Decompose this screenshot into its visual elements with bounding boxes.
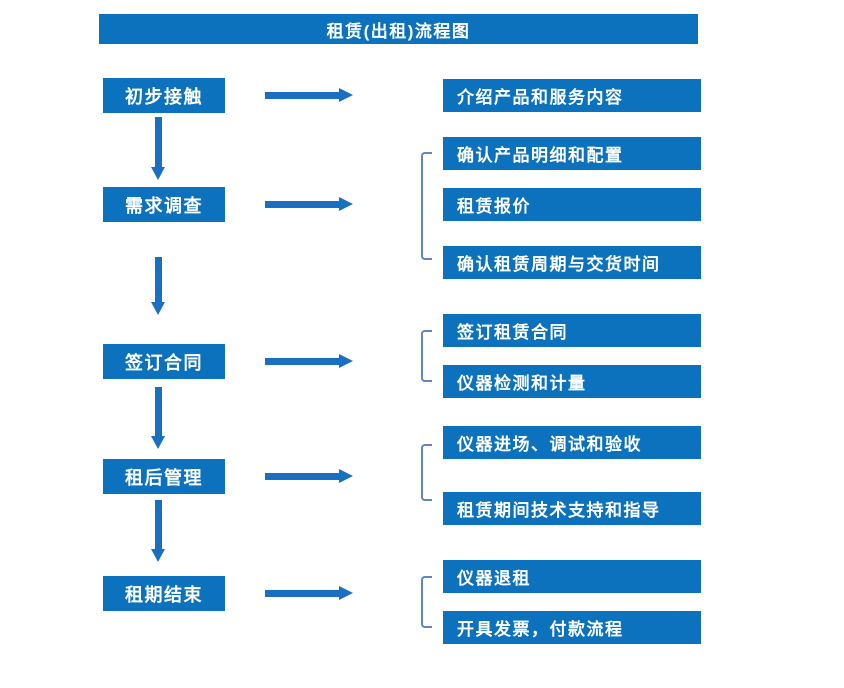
arrow-head <box>151 167 165 180</box>
output-box-invoice-payment: 开具发票，付款流程 <box>443 611 701 644</box>
right-arrow-5-icon <box>265 586 353 600</box>
output-box-introduce-products: 介绍产品和服务内容 <box>443 79 701 112</box>
arrow-shaft <box>265 590 339 597</box>
arrow-shaft <box>155 387 162 437</box>
right-arrow-3-icon <box>265 354 353 368</box>
arrow-head <box>151 549 165 562</box>
arrow-shaft <box>265 201 339 208</box>
step-box-initial-contact: 初步接触 <box>103 78 225 113</box>
output-box-instrument-arrival: 仪器进场、调试和验收 <box>443 426 701 459</box>
down-arrow-2-icon <box>151 257 165 315</box>
right-arrow-1-icon <box>265 88 353 102</box>
output-box-instrument-testing: 仪器检测和计量 <box>443 365 701 398</box>
output-box-instrument-return: 仪器退租 <box>443 560 701 593</box>
flowchart-title: 租赁(出租)流程图 <box>99 14 698 44</box>
output-box-rental-quote: 租赁报价 <box>443 188 701 221</box>
output-box-confirm-period: 确认租赁周期与交货时间 <box>443 246 701 279</box>
arrow-shaft <box>155 257 162 303</box>
arrow-head <box>339 469 353 483</box>
step-box-post-rental-mgmt: 租后管理 <box>103 459 225 494</box>
arrow-head <box>339 354 353 368</box>
step-box-rental-end: 租期结束 <box>103 576 225 611</box>
arrow-shaft <box>265 473 339 480</box>
down-arrow-3-icon <box>151 387 165 449</box>
arrow-shaft <box>155 500 162 550</box>
arrow-head <box>339 197 353 211</box>
group-bracket-needs-survey <box>421 152 432 260</box>
arrow-shaft <box>265 358 339 365</box>
arrow-head <box>151 302 165 315</box>
group-bracket-post-rental-mgmt <box>421 444 432 501</box>
step-box-sign-contract: 签订合同 <box>103 344 225 379</box>
arrow-head <box>339 586 353 600</box>
arrow-head <box>339 88 353 102</box>
output-box-tech-support: 租赁期间技术支持和指导 <box>443 492 701 525</box>
group-bracket-rental-end <box>421 576 432 628</box>
down-arrow-1-icon <box>151 117 165 180</box>
arrow-shaft <box>155 117 162 168</box>
right-arrow-2-icon <box>265 197 353 211</box>
right-arrow-4-icon <box>265 469 353 483</box>
down-arrow-4-icon <box>151 500 165 562</box>
output-box-confirm-details: 确认产品明细和配置 <box>443 137 701 170</box>
arrow-head <box>151 436 165 449</box>
group-bracket-sign-contract <box>421 330 432 382</box>
arrow-shaft <box>265 92 339 99</box>
step-box-needs-survey: 需求调查 <box>103 187 225 222</box>
output-box-sign-rental-contract: 签订租赁合同 <box>443 314 701 347</box>
